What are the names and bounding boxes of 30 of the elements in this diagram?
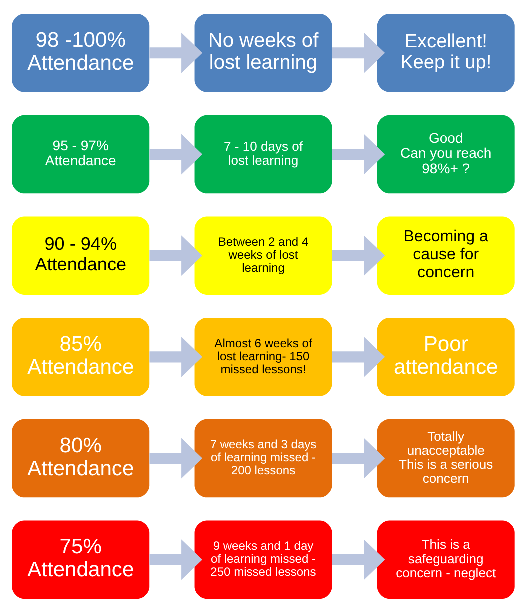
node-box: Becoming a cause for concern <box>377 216 515 294</box>
node-box: Totally unacceptable This is a serious concern <box>377 418 515 498</box>
node-box: This is a safeguarding concern - neglect <box>377 520 515 598</box>
arrow <box>150 438 203 478</box>
node-box: Between 2 and 4 weeks of lost learning <box>194 216 332 294</box>
arrow <box>150 235 203 276</box>
node-box: 9 weeks and 1 day of learning missed - 250 missed lessons <box>194 520 332 598</box>
node-box: No weeks of lost learning <box>194 14 332 92</box>
node-box: 85% Attendance <box>12 318 150 396</box>
node-box: 7 weeks and 3 days of learning missed - 200 lessons <box>194 418 332 498</box>
node-box: Good Can you reach 98%+ ? <box>377 114 515 194</box>
arrow <box>150 336 203 377</box>
arrow <box>150 134 203 174</box>
arrow <box>332 134 386 174</box>
arrow <box>332 336 386 377</box>
node-box: 80% Attendance <box>12 418 150 498</box>
node-box: 75% Attendance <box>12 520 150 598</box>
node-box: Almost 6 weeks of lost learning- 150 missed lessons! <box>194 318 332 396</box>
arrow <box>332 32 386 73</box>
arrow <box>332 438 386 478</box>
node-box: 90 - 94% Attendance <box>12 216 150 294</box>
arrow <box>150 32 203 73</box>
node-box: 7 - 10 days of lost learning <box>194 114 332 194</box>
arrow <box>332 235 386 276</box>
node-box: Excellent! Keep it up! <box>377 14 515 92</box>
node-box: 95 - 97% Attendance <box>12 114 150 194</box>
node-box: 98 -100% Attendance <box>12 14 150 92</box>
node-box: Poor attendance <box>377 318 515 396</box>
arrow <box>332 539 386 580</box>
arrow <box>150 539 203 580</box>
